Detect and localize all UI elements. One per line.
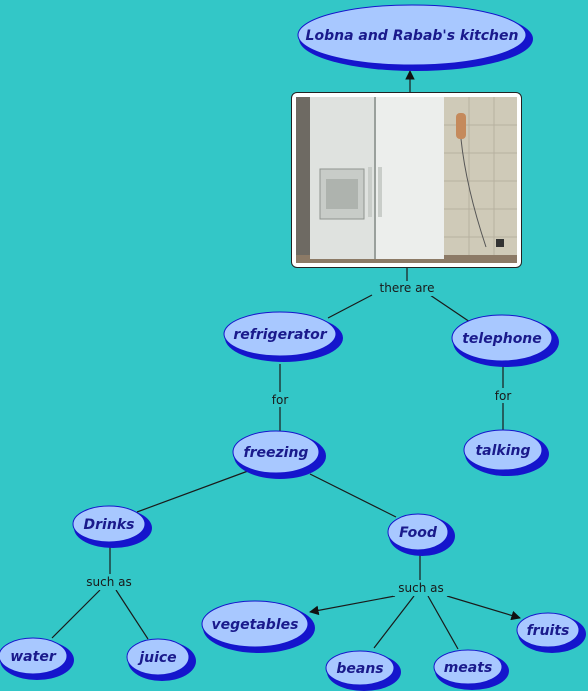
node-talking[interactable]: talking	[463, 429, 549, 476]
link-freezing-to-food	[309, 473, 397, 518]
label-for-refrigerator: for	[272, 393, 289, 407]
label-such-as-food: such as	[398, 581, 443, 595]
label-there-are: there are	[380, 281, 435, 295]
node-refrigerator-label: refrigerator	[233, 327, 327, 343]
node-fruits-label: fruits	[527, 623, 570, 639]
link-such-as-to-juice	[115, 589, 149, 640]
link-such-as-to-vegetables	[309, 595, 396, 616]
node-vegetables-label: vegetables	[212, 617, 299, 633]
node-food[interactable]: Food	[387, 513, 455, 556]
node-water[interactable]: water	[0, 637, 74, 680]
node-fruits[interactable]: fruits	[516, 612, 586, 653]
link-there-are-to-refrigerator	[327, 294, 373, 319]
node-telephone-label: telephone	[462, 331, 542, 347]
node-talking-label: talking	[475, 443, 530, 459]
link-freezing-to-drinks	[136, 470, 249, 513]
node-drinks[interactable]: Drinks	[72, 505, 152, 548]
link-labels: there are for for such as such as	[82, 281, 511, 596]
node-drinks-label: Drinks	[84, 517, 135, 533]
node-food-label: Food	[399, 525, 438, 541]
node-water-label: water	[10, 649, 57, 665]
node-juice[interactable]: juice	[126, 638, 196, 681]
node-freezing-label: freezing	[244, 445, 309, 461]
kitchen-photo	[296, 97, 517, 263]
label-for-telephone: for	[495, 389, 512, 403]
node-vegetables[interactable]: vegetables	[201, 600, 315, 653]
link-such-as-to-water	[51, 589, 101, 639]
node-refrigerator[interactable]: refrigerator	[223, 311, 343, 362]
link-such-as-to-meats	[427, 595, 459, 650]
link-there-are-to-telephone	[429, 294, 471, 323]
label-such-as-drinks: such as	[86, 575, 131, 589]
node-meats-label: meats	[444, 660, 493, 676]
node-juice-label: juice	[137, 650, 176, 666]
node-freezing[interactable]: freezing	[232, 430, 326, 479]
link-such-as-to-beans	[373, 595, 415, 649]
kitchen-photo-node[interactable]	[291, 92, 522, 268]
node-beans-label: beans	[336, 661, 383, 677]
refrigerator-photo-icon	[296, 97, 517, 263]
node-beans[interactable]: beans	[325, 650, 401, 691]
node-kitchen-label: Lobna and Rabab's kitchen	[306, 28, 519, 44]
node-meats[interactable]: meats	[433, 649, 509, 690]
node-kitchen[interactable]: Lobna and Rabab's kitchen	[297, 4, 533, 71]
node-telephone[interactable]: telephone	[451, 314, 559, 367]
link-such-as-to-fruits	[446, 595, 521, 621]
